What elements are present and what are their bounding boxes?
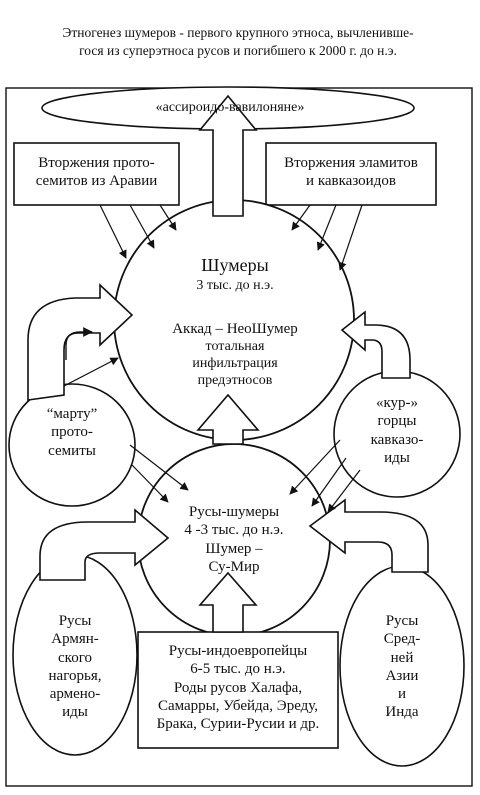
curved-arrow-armenian	[39, 508, 170, 581]
up-block-arrow-top	[198, 94, 258, 217]
rus-sumer-line-4: Су-Мир	[208, 558, 260, 575]
arrow-kur-3	[327, 469, 361, 513]
indoeuro-line-4: Самарры, Убейда, Эреду,	[157, 697, 319, 714]
arrow-martu-2	[129, 444, 189, 491]
up-block-arrow-bottom	[198, 571, 258, 633]
page-header: Этногенез шумеров - первого крупного этн…	[14, 24, 462, 59]
rus-sumer-line-2: 4 -3 тыс. до н.э.	[184, 522, 284, 539]
elamite-invasion-line-1: Вторжения эламитов	[284, 155, 418, 171]
armenian-line-6: иды	[62, 704, 88, 721]
header-line-2: гося из суперэтноса русов и погибшего к …	[79, 42, 397, 58]
martu-line-1: “марту”	[46, 406, 98, 422]
asia-line-1: Русы	[385, 613, 419, 629]
indoeuro-line-1: Русы-индоевропейцы	[168, 643, 308, 659]
semite-invasion-line-1: Вторжения прото-	[38, 155, 155, 171]
header-line-1: Этногенез шумеров - первого крупного этн…	[62, 25, 414, 40]
curved-arrow-kur	[340, 310, 411, 379]
kur-line-1: «кур-»	[375, 395, 419, 411]
rus-sumer-label: Русы-шумеры 4 -3 тыс. до н.э. Шумер – Су…	[164, 503, 304, 576]
elamite-invasion-box	[265, 142, 437, 206]
indoeuro-line-2: 6-5 тыс. до н.э.	[190, 661, 286, 678]
armenian-line-4: нагорья,	[48, 667, 102, 684]
asia-line-6: Инда	[385, 704, 419, 721]
curved-arrow-asia	[308, 498, 429, 573]
sumer-date: 3 тыс. до н.э.	[196, 277, 274, 293]
asia-line-4: Азии	[385, 667, 419, 684]
kur-label: «кур-» горцы кавказо- иды	[347, 394, 447, 467]
indoeuro-label: Русы-индоевропейцы 6-5 тыс. до н.э. Роды…	[138, 642, 338, 733]
up-block-arrow-middle	[196, 393, 260, 445]
arrow-elam-3	[338, 204, 363, 271]
sumer-line-6: предэтносов	[197, 373, 273, 389]
armenian-line-5: армено-	[49, 686, 101, 703]
armenian-line-1: Русы	[58, 613, 92, 629]
sumer-line-3: Аккад – НеоШумер	[172, 321, 298, 337]
arrow-elam-2	[316, 204, 337, 251]
semite-invasion-box	[13, 142, 180, 206]
arrow-semite-3	[159, 204, 177, 231]
elamite-invasion-line-2: и кавказоидов	[306, 173, 396, 190]
semite-invasion-line-2: семитов из Аравии	[35, 173, 158, 190]
kur-line-4: иды	[384, 449, 410, 466]
asia-line-2: Сред-	[383, 631, 421, 648]
indoeuro-box	[137, 631, 339, 749]
sumer-label: Шумеры 3 тыс. до н.э.	[150, 255, 320, 294]
arrow-elam-1	[291, 204, 311, 231]
armenian-label: Русы Армян- ского нагорья, армено- иды	[25, 612, 125, 722]
sumer-line-4: тотальная	[205, 339, 265, 355]
indoeuro-line-5: Брака, Сурии-Русии и др.	[156, 716, 320, 733]
arrow-kur-1	[289, 439, 341, 495]
martu-ellipse	[8, 383, 136, 507]
elamite-invasion-label: Вторжения эламитов и кавказоидов	[266, 154, 436, 191]
arrow-semite-2	[129, 204, 155, 249]
kur-line-2: горцы	[377, 413, 417, 430]
sumer-details: Аккад – НеоШумер тотальная инфильтрация …	[142, 320, 328, 390]
arrow-kur-2	[311, 457, 347, 507]
arrow-semite-1	[99, 204, 127, 259]
arrow-martu-1	[63, 357, 119, 387]
martu-line-3: семиты	[48, 442, 96, 459]
martu-line-2: прото-	[51, 424, 93, 441]
armenian-line-3: ского	[58, 649, 92, 666]
asia-line-5: и	[397, 686, 407, 703]
curved-arrow-martu-inner	[65, 327, 93, 360]
semite-invasion-label: Вторжения прото- семитов из Аравии	[14, 154, 179, 191]
sumer-title: Шумеры	[201, 255, 269, 275]
arrow-martu-3	[131, 464, 169, 503]
rus-sumer-line-1: Русы-шумеры	[188, 504, 280, 520]
kur-line-3: кавказо-	[370, 431, 424, 448]
martu-label: “марту” прото- семиты	[22, 405, 122, 460]
indoeuro-line-3: Роды русов Халафа,	[173, 679, 303, 696]
asia-label: Русы Сред- ней Азии и Инда	[352, 612, 452, 722]
rus-sumer-line-3: Шумер –	[205, 540, 263, 557]
asia-line-3: ней	[390, 649, 414, 666]
assyro-label: «ассироидо-вавилоняне»	[155, 100, 305, 115]
armenian-line-2: Армян-	[51, 631, 99, 648]
curved-arrow-martu	[27, 283, 134, 401]
sumer-line-5: инфильтрация	[192, 356, 278, 372]
